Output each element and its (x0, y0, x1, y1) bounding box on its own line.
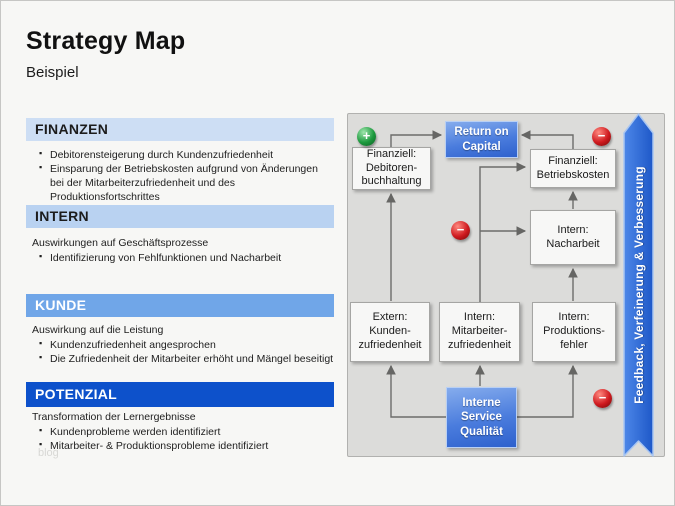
node-extern-kundenzufriedenheit: Extern: Kunden- zufriedenheit (350, 302, 430, 362)
bullet-item: Identifizierung von Fehlfunktionen und N… (32, 251, 334, 266)
section-body-finanzen: Debitorensteigerung durch Kundenzufriede… (32, 148, 334, 205)
bullet-item: Kundenprobleme werden identifiziert (32, 425, 334, 440)
minus-icon: − (592, 127, 611, 146)
node-interne-service-qualitaet: Interne Service Qualität (446, 387, 517, 448)
node-intern-mitarbeiterzufriedenheit: Intern: Mitarbeiter- zufriedenheit (439, 302, 520, 362)
page-subtitle: Beispiel (26, 64, 79, 81)
section-body-intern: Auswirkungen auf Geschäftsprozesse Ident… (32, 237, 334, 266)
ribbon-label: Feedback, Verfeinerung & Verbesserung (631, 166, 646, 404)
section-lead: Auswirkung auf die Leistung (32, 324, 164, 336)
node-intern-produktionsfehler: Intern: Produktions- fehler (532, 302, 616, 362)
bullet-item: Kundenzufriedenheit angesprochen (32, 338, 334, 353)
node-intern-nacharbeit: Intern: Nacharbeit (530, 210, 616, 265)
section-header-potenzial: POTENZIAL (26, 382, 334, 407)
node-finanziell-betriebskosten: Finanziell: Betriebskosten (530, 149, 616, 188)
feedback-ribbon-arrow: Feedback, Verfeinerung & Verbesserung (623, 113, 654, 457)
node-return-on-capital: Return on Capital (445, 121, 518, 158)
bullet-item: Mitarbeiter- & Produktionsprobleme ident… (32, 439, 334, 454)
plus-icon: + (357, 127, 376, 146)
strategy-map-diagram: Return on Capital Finanziell: Debitoren-… (347, 113, 665, 457)
ribbon-shape (623, 113, 654, 457)
bullet-item: Einsparung der Betriebskosten aufgrund v… (32, 162, 334, 205)
watermark: blog (38, 447, 59, 459)
minus-icon: − (593, 389, 612, 408)
minus-glyph: − (597, 128, 606, 143)
minus-glyph: − (598, 390, 607, 405)
minus-icon: − (451, 221, 470, 240)
connector-lines (386, 130, 578, 418)
plus-glyph: + (362, 128, 371, 143)
bullet-item: Debitorensteigerung durch Kundenzufriede… (32, 148, 334, 163)
page-title: Strategy Map (26, 27, 186, 55)
section-header-kunde: KUNDE (26, 294, 334, 317)
section-lead: Auswirkungen auf Geschäftsprozesse (32, 237, 209, 249)
minus-glyph: − (456, 222, 465, 237)
section-header-intern: INTERN (26, 205, 334, 228)
section-body-kunde: Auswirkung auf die Leistung Kundenzufrie… (32, 324, 334, 367)
section-body-potenzial: Transformation der Lernergebnisse Kunden… (32, 411, 334, 454)
section-header-finanzen: FINANZEN (26, 118, 334, 141)
node-finanziell-debitorenbuchhaltung: Finanziell: Debitoren- buchhaltung (352, 147, 431, 190)
section-lead: Transformation der Lernergebnisse (32, 411, 196, 423)
bullet-item: Die Zufriedenheit der Mitarbeiter erhöht… (32, 352, 334, 367)
